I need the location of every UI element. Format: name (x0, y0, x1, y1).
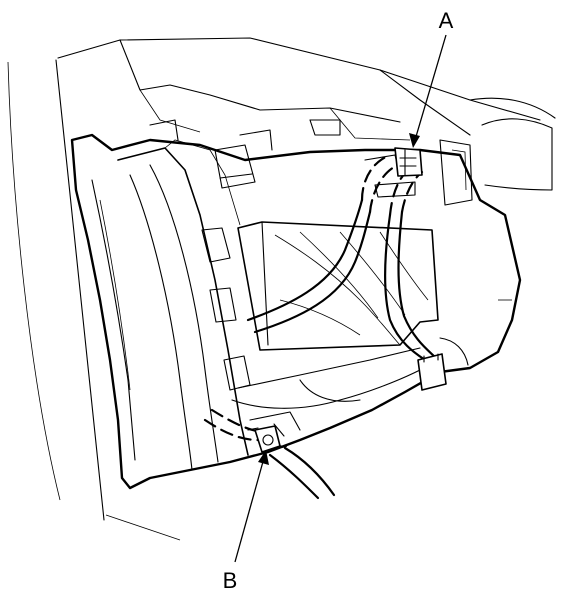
wire-harness (246, 198, 438, 364)
upper-brackets (149, 119, 473, 206)
callout-b-leader (234, 450, 269, 563)
harness-connector (417, 353, 447, 391)
left-pillar-lines (7, 59, 181, 541)
wire-harness-hidden (203, 153, 424, 442)
callout-a-leader (409, 34, 447, 148)
lower-harness-tail (266, 440, 336, 500)
glove-box-opening (237, 221, 439, 351)
lower-trim (231, 299, 512, 431)
callout-label-b: B (223, 568, 238, 593)
callout-label-a: A (439, 8, 454, 33)
dashboard-top (57, 37, 556, 191)
clip-a (394, 147, 423, 177)
dashboard-body (70, 133, 522, 490)
clip-b (247, 423, 285, 453)
left-duct-structure (91, 139, 251, 471)
